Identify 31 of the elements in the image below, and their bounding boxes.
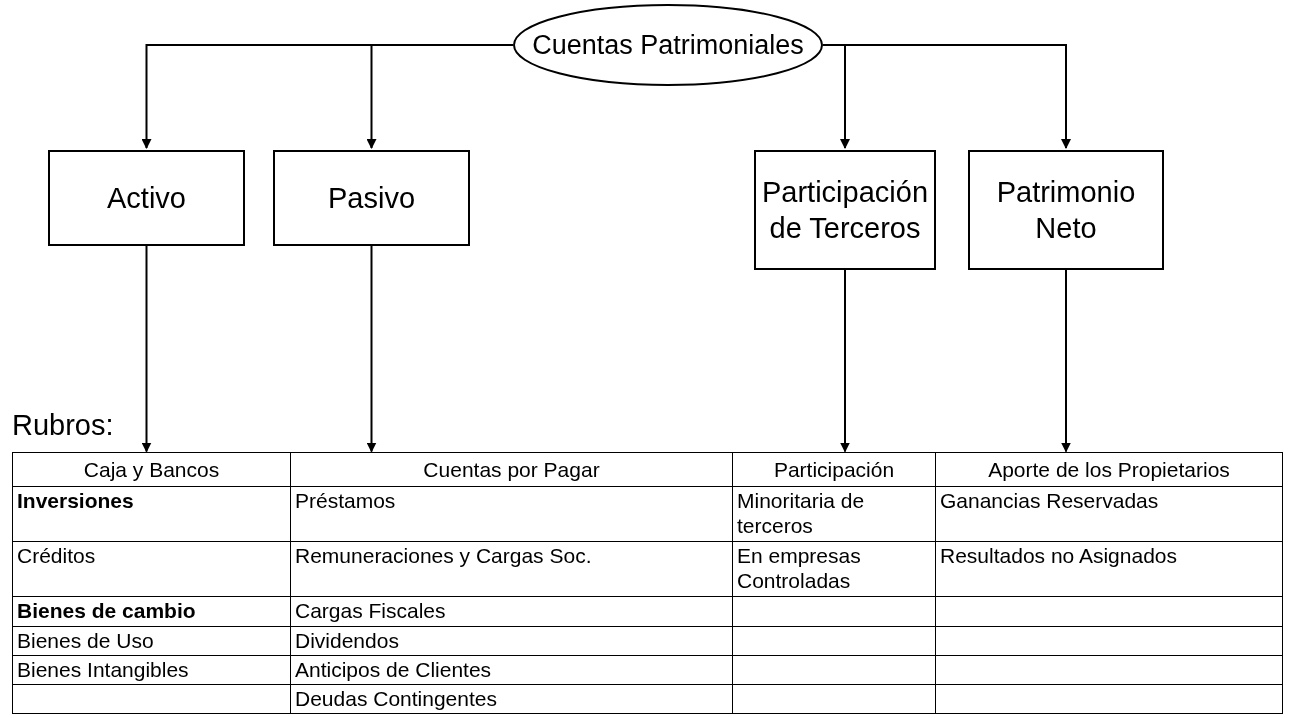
arrow <box>822 44 1071 149</box>
rubro-entry: Bienes de cambio <box>12 596 291 627</box>
column-header: Aporte de los Propietarios <box>935 452 1283 487</box>
rubro-entry: Bienes de Uso <box>12 626 291 656</box>
rubro-entry: Bienes Intangibles <box>12 655 291 685</box>
column-header: Participación <box>732 452 936 487</box>
rubro-entry: Préstamos <box>290 486 733 542</box>
category-box: Pasivo <box>273 150 470 246</box>
arrow <box>366 245 377 453</box>
arrow <box>366 44 514 149</box>
rubro-entry: Cargas Fiscales <box>290 596 733 627</box>
rubro-entry: Dividendos <box>290 626 733 656</box>
rubro-entry: Resultados no Asignados <box>935 541 1283 597</box>
category-box: Activo <box>48 150 245 246</box>
rubro-entry: Ganancias Reservadas <box>935 486 1283 542</box>
arrow <box>840 269 850 453</box>
arrow <box>141 245 152 453</box>
section-label: Rubros: <box>12 408 114 442</box>
rubro-entry: Deudas Contingentes <box>290 684 733 714</box>
rubro-entry: Minoritaria de terceros <box>732 486 936 542</box>
column-header: Cuentas por Pagar <box>290 452 733 487</box>
category-ellipse: Cuentas Patrimoniales <box>513 4 823 86</box>
column-header: Caja y Bancos <box>12 452 291 487</box>
rubro-entry: Créditos <box>12 541 291 597</box>
category-box: Participación de Terceros <box>754 150 936 270</box>
rubro-entry: Remuneraciones y Cargas Soc. <box>290 541 733 597</box>
rubro-entry: Inversiones <box>12 486 291 542</box>
category-box: Patrimonio Neto <box>968 150 1164 270</box>
rubro-entry: Anticipos de Clientes <box>290 655 733 685</box>
rubro-entry: En empresas Controladas <box>732 541 936 597</box>
arrow <box>1061 269 1071 453</box>
